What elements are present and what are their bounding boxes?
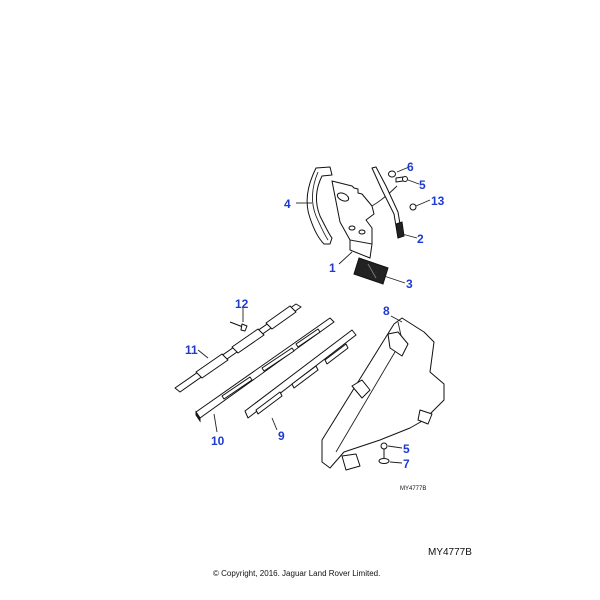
callout-4: 4 — [284, 197, 291, 211]
callout-12: 12 — [235, 297, 249, 311]
callout-5-upper: 5 — [419, 178, 426, 192]
part-4-seal — [306, 166, 333, 245]
callout-6: 6 — [407, 160, 414, 174]
fasteners-upper — [388, 170, 417, 211]
diagram-ref: MY4777B — [428, 547, 472, 558]
part-12-screw — [229, 321, 248, 332]
callout-10: 10 — [211, 434, 225, 448]
copyright: © Copyright, 2016. Jaguar Land Rover Lim… — [213, 569, 381, 578]
part-8-housing — [321, 317, 445, 471]
inner-diagram-ref: MY4777B — [400, 486, 427, 492]
callout-5-lower: 5 — [403, 442, 410, 456]
callout-1: 1 — [329, 261, 336, 275]
part-11-strip — [174, 303, 302, 393]
callout-3: 3 — [406, 277, 413, 291]
part-1-bracket — [331, 180, 398, 259]
fasteners-lower — [378, 442, 390, 464]
callout-2: 2 — [417, 232, 424, 246]
callout-8: 8 — [383, 304, 390, 318]
callout-13: 13 — [431, 194, 445, 208]
part-3-pad — [353, 257, 389, 285]
part-10-frame — [195, 317, 335, 423]
callout-7: 7 — [403, 457, 410, 471]
callout-9: 9 — [278, 429, 285, 443]
callout-11: 11 — [185, 343, 198, 357]
part-9-gasket — [244, 329, 357, 419]
